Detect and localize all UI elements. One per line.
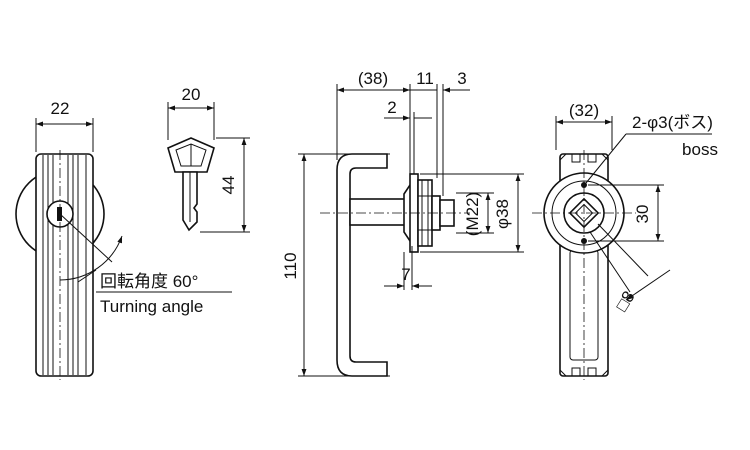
rear-boss-en: boss <box>682 140 718 159</box>
side-handle <box>336 153 388 377</box>
rear-view: (32) 2-φ3(ボス) boss 30 □8 <box>532 101 718 380</box>
side-offset-2-label: 2 <box>387 98 396 117</box>
front-keyhole <box>57 207 62 221</box>
turning-angle-arc <box>59 235 123 281</box>
key-height-label: 44 <box>219 176 238 195</box>
rear-square-label: □8 <box>612 288 639 315</box>
turning-angle-en: Turning angle <box>100 297 203 316</box>
side-offset-3-label: 3 <box>457 69 466 88</box>
side-view: (38) 11 3 2 110 (M22) <box>281 69 524 377</box>
side-offset-7-label: 7 <box>401 265 410 284</box>
side-shaft <box>349 198 406 226</box>
front-handle-body <box>35 153 94 377</box>
rear-spacing-label: 30 <box>633 205 652 224</box>
key-view: 20 44 <box>167 85 250 233</box>
rear-width-label: (32) <box>569 101 599 120</box>
rear-boss-hole-top <box>581 182 587 188</box>
turning-angle-jp: 回転角度 60° <box>100 272 198 291</box>
side-diameter-label: φ38 <box>493 199 512 229</box>
front-width-label: 22 <box>51 99 70 118</box>
side-depth-label: (38) <box>358 69 388 88</box>
side-offset-11-label: 11 <box>416 69 434 88</box>
front-view: 22 回転角度 60° Turning angle <box>15 99 232 380</box>
side-thread-label: (M22) <box>463 192 482 236</box>
rear-boss-label: 2-φ3(ボス) <box>632 113 713 132</box>
key-width-label: 20 <box>182 85 201 104</box>
side-height-label: 110 <box>281 252 300 279</box>
